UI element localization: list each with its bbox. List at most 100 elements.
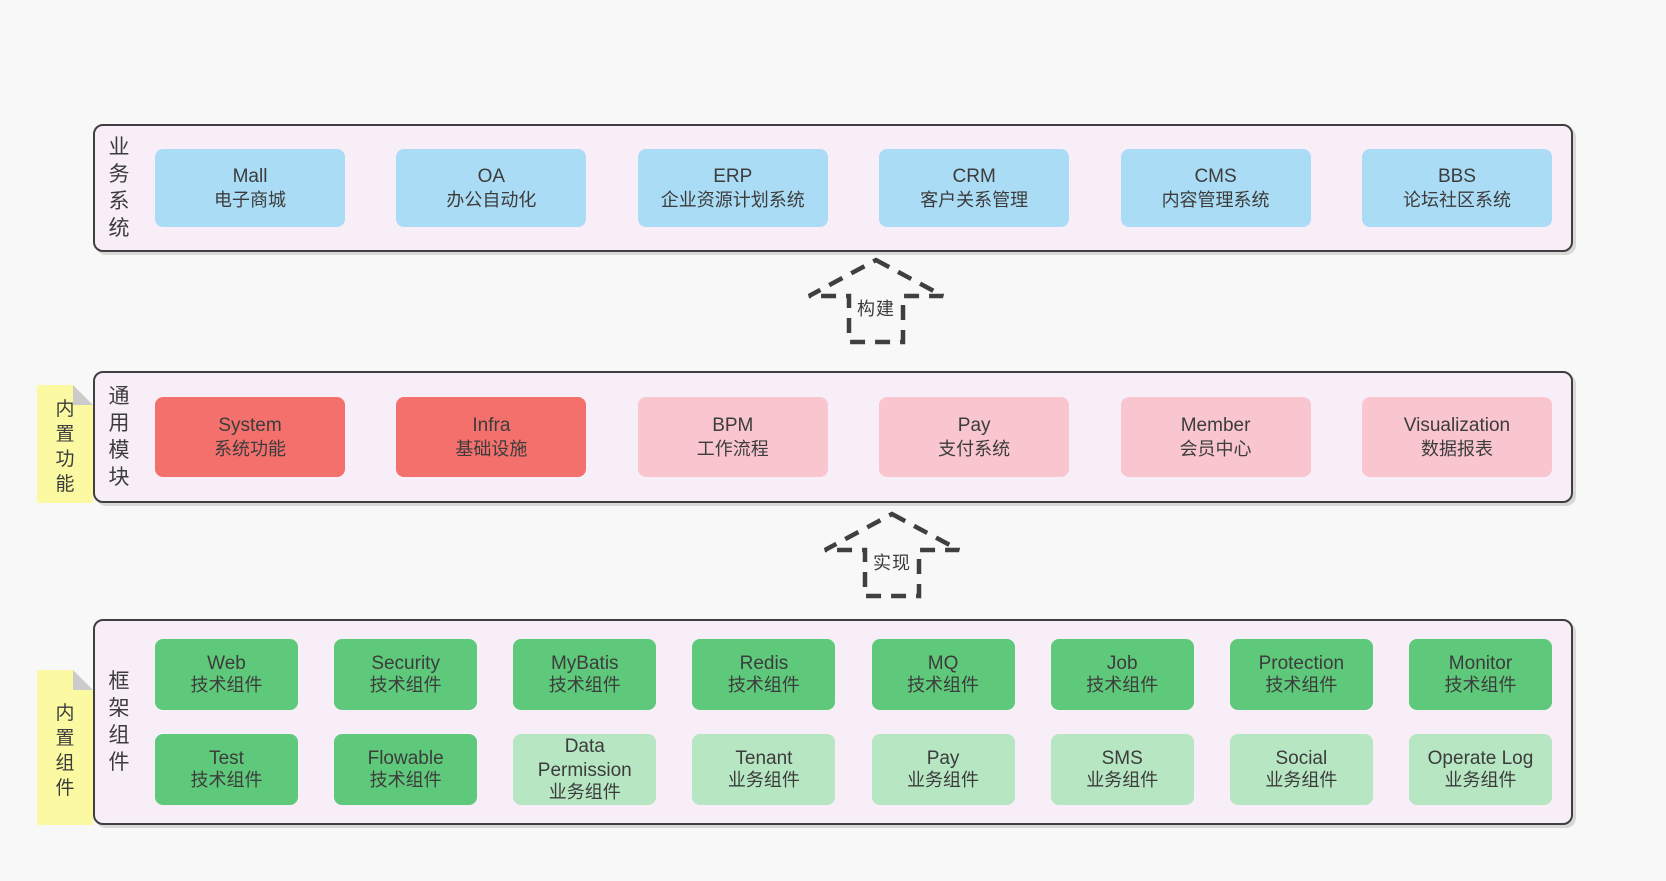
module-box-subtitle: 客户关系管理: [920, 189, 1029, 210]
module-box-subtitle: 业务组件: [907, 770, 980, 791]
module-box-name: Protection: [1258, 652, 1345, 674]
module-box-subtitle: 技术组件: [369, 770, 442, 791]
module-box-subtitle: 支付系统: [938, 438, 1011, 459]
module-box-subtitle: 会员中心: [1179, 438, 1252, 459]
box-oa: OA 办公自动化: [396, 149, 587, 227]
module-box-name: Visualization: [1403, 414, 1511, 436]
module-box-subtitle: 业务组件: [548, 781, 621, 802]
sticky-tag-text: 内置组件: [55, 702, 75, 799]
build-arrow: 构建: [806, 257, 946, 345]
implement-arrow: 实现: [822, 511, 962, 599]
box-monitor: Monitor 技术组件: [1408, 639, 1552, 710]
band-rows: System 系统功能 Infra 基础设施 BPM 工作流程 Pay 支付系统…: [95, 373, 1571, 501]
band-label-business-systems: 业务系统: [108, 136, 130, 240]
module-box-name: MQ: [927, 652, 959, 674]
module-box-name: Redis: [739, 652, 789, 674]
band-row: System 系统功能 Infra 基础设施 BPM 工作流程 Pay 支付系统…: [155, 397, 1552, 477]
module-box-name: OA: [477, 165, 506, 187]
module-box-name: Social: [1275, 747, 1328, 769]
module-box-name: Flowable: [367, 747, 444, 769]
sticky-tag-built-in-components: 内置组件: [37, 670, 93, 825]
module-box-name: Operate Log: [1427, 747, 1534, 769]
band-rows: Mall 电子商城 OA 办公自动化 ERP 企业资源计划系统 CRM 客户关系…: [95, 126, 1571, 250]
module-box-subtitle: 技术组件: [1086, 675, 1159, 696]
box-erp: ERP 企业资源计划系统: [637, 149, 828, 227]
module-box-name: CMS: [1194, 165, 1237, 187]
module-box-name: Security: [371, 652, 440, 674]
module-box-name: Mall: [232, 165, 268, 187]
band-label-framework-components: 框架组件: [108, 670, 130, 774]
module-box-subtitle: 业务组件: [727, 770, 800, 791]
module-box-subtitle: 论坛社区系统: [1402, 189, 1511, 210]
box-tenant: Tenant 业务组件: [692, 734, 836, 805]
module-box-subtitle: 技术组件: [548, 675, 621, 696]
module-box-subtitle: 业务组件: [1265, 770, 1338, 791]
box-bbs: BBS 论坛社区系统: [1361, 149, 1552, 227]
module-box-name: MyBatis: [550, 652, 619, 674]
module-box-name: Member: [1180, 414, 1251, 436]
dashed-up-arrow-icon: [807, 257, 945, 345]
box-member: Member 会员中心: [1120, 397, 1311, 477]
band-label-common-modules: 通用模块: [108, 385, 130, 489]
module-box-subtitle: 技术组件: [1444, 675, 1517, 696]
band-business-systems: 业务系统 Mall 电子商城 OA 办公自动化 ERP 企业资源计划系统 CRM…: [93, 124, 1573, 252]
module-box-subtitle: 技术组件: [190, 675, 263, 696]
box-crm: CRM 客户关系管理: [879, 149, 1070, 227]
box-visualization: Visualization 数据报表: [1361, 397, 1552, 477]
module-box-name: ERP: [713, 165, 753, 187]
box-mall: Mall 电子商城: [155, 149, 345, 227]
box-social: Social 业务组件: [1229, 734, 1373, 805]
module-box-name: Job: [1106, 652, 1138, 674]
module-box-name: Monitor: [1448, 652, 1513, 674]
module-box-subtitle: 技术组件: [727, 675, 800, 696]
build-arrow-label: 构建: [854, 295, 898, 321]
module-box-name: BBS: [1437, 165, 1476, 187]
module-box-name: Web: [207, 652, 246, 674]
module-box-name: Infra: [472, 414, 511, 436]
dashed-up-arrow-icon: [823, 511, 961, 599]
sticky-tag-built-in-features: 内置功能: [37, 385, 93, 503]
module-box-name: CRM: [952, 165, 996, 187]
box-data-permission: Data Permission 业务组件: [513, 734, 657, 805]
band-rows: Web 技术组件 Security 技术组件 MyBatis 技术组件 Redi…: [95, 621, 1571, 823]
box-operate-log: Operate Log 业务组件: [1408, 734, 1552, 805]
module-box-subtitle: 系统功能: [214, 438, 286, 459]
band-common-modules: 通用模块 System 系统功能 Infra 基础设施 BPM 工作流程 Pay…: [93, 371, 1573, 503]
box-redis: Redis 技术组件: [692, 639, 836, 710]
folded-corner-icon: [73, 670, 93, 690]
box-flowable: Flowable 技术组件: [334, 734, 478, 805]
module-box-name: Data Permission: [537, 736, 632, 781]
band-row: Test 技术组件 Flowable 技术组件 Data Permission …: [155, 734, 1552, 805]
module-box-name: SMS: [1101, 747, 1143, 769]
module-box-name: Test: [209, 747, 244, 769]
module-box-name: System: [218, 414, 282, 436]
module-box-subtitle: 业务组件: [1444, 770, 1517, 791]
module-box-subtitle: 技术组件: [907, 675, 980, 696]
box-protection: Protection 技术组件: [1229, 639, 1373, 710]
module-box-name: Pay: [926, 747, 960, 769]
band-row: Web 技术组件 Security 技术组件 MyBatis 技术组件 Redi…: [155, 639, 1552, 710]
band-row: Mall 电子商城 OA 办公自动化 ERP 企业资源计划系统 CRM 客户关系…: [155, 149, 1552, 227]
box-pay: Pay 业务组件: [871, 734, 1015, 805]
box-test: Test 技术组件: [155, 734, 298, 805]
module-box-subtitle: 工作流程: [696, 438, 769, 459]
module-box-subtitle: 技术组件: [1265, 675, 1338, 696]
module-box-subtitle: 业务组件: [1086, 770, 1159, 791]
module-box-subtitle: 技术组件: [369, 675, 442, 696]
module-box-subtitle: 内容管理系统: [1161, 189, 1270, 210]
box-pay: Pay 支付系统: [879, 397, 1070, 477]
box-sms: SMS 业务组件: [1050, 734, 1194, 805]
box-security: Security 技术组件: [334, 639, 478, 710]
box-mq: MQ 技术组件: [871, 639, 1015, 710]
box-job: Job 技术组件: [1050, 639, 1194, 710]
module-box-subtitle: 办公自动化: [446, 189, 537, 210]
module-box-subtitle: 电子商城: [214, 189, 286, 210]
module-box-subtitle: 企业资源计划系统: [660, 189, 805, 210]
box-web: Web 技术组件: [155, 639, 298, 710]
implement-arrow-label: 实现: [870, 549, 914, 575]
module-box-name: Pay: [957, 414, 991, 436]
sticky-tag-text: 内置功能: [55, 399, 75, 495]
module-box-name: Tenant: [735, 747, 793, 769]
box-infra: Infra 基础设施: [396, 397, 587, 477]
